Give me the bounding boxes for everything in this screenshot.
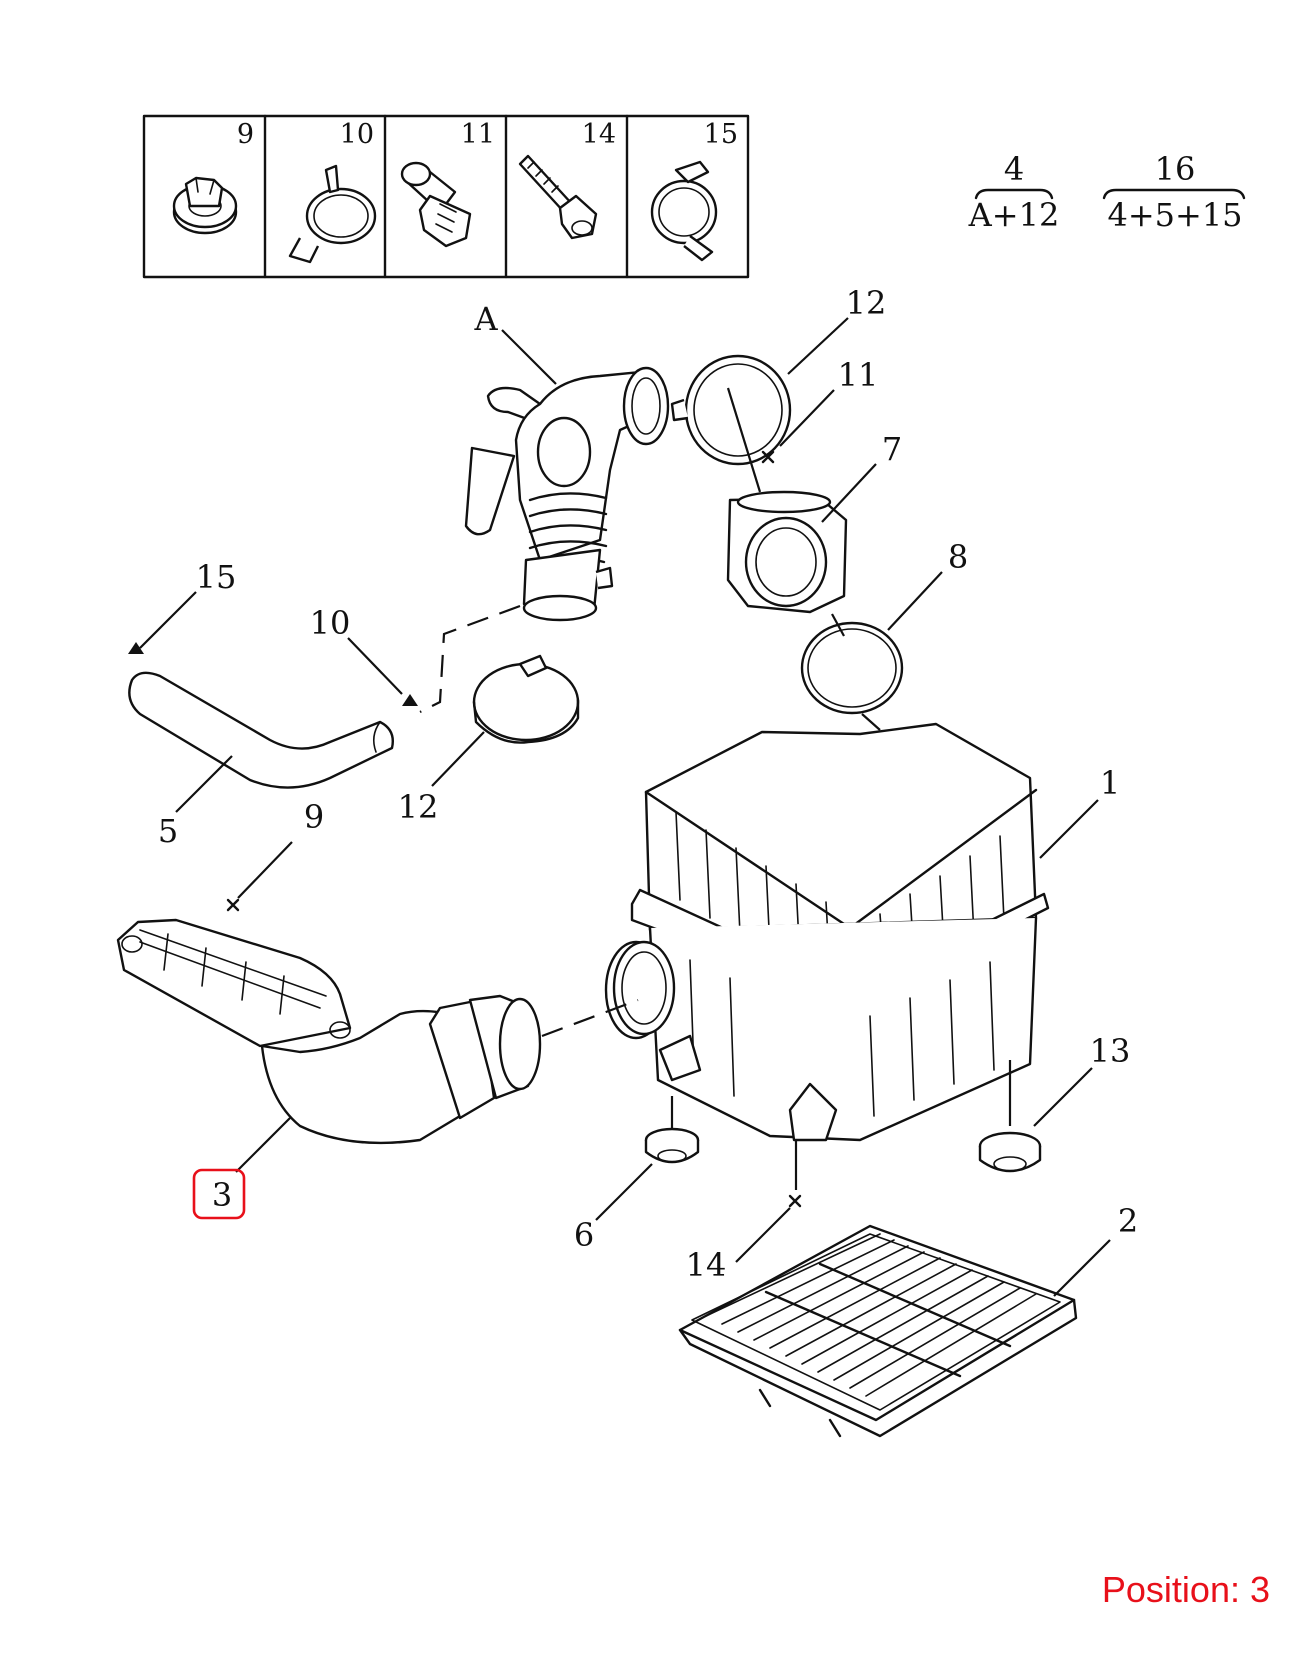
callout-12: 12 — [846, 284, 887, 322]
connector-line — [541, 998, 639, 1038]
callout-10: 10 — [310, 604, 351, 642]
callout-5: 5 — [158, 812, 178, 850]
position-label: Position: 3 — [1102, 1569, 1270, 1610]
connector-line — [831, 613, 881, 731]
callout-2: 2 — [1118, 1202, 1138, 1240]
screw-stud-icon — [400, 161, 472, 248]
callout-7: 7 — [882, 430, 902, 468]
callout-12: 12 — [398, 788, 439, 826]
kit-contents: A+12 — [968, 196, 1060, 234]
push-clip-icon — [172, 176, 238, 235]
callout-6: 6 — [574, 1216, 594, 1254]
intake-duct-3 — [116, 918, 542, 1145]
legend-number: 14 — [582, 119, 616, 150]
intake-hose-a — [464, 366, 670, 622]
legend-number: 10 — [340, 119, 374, 150]
callout-a: A — [473, 300, 498, 338]
grommet-6 — [644, 1127, 700, 1164]
kit-4: 4 A+12 — [968, 150, 1060, 234]
spring-clamp-icon — [650, 160, 718, 262]
callout-15: 15 — [196, 558, 237, 596]
hose-clamp-icon — [288, 164, 377, 264]
triangle-marker — [402, 694, 418, 706]
cross-marker — [226, 898, 240, 912]
kit-contents: 4+5+15 — [1107, 196, 1242, 234]
cross-marker — [788, 1194, 802, 1208]
bolt-icon — [518, 154, 598, 240]
callout-1: 1 — [1100, 764, 1120, 802]
hose-clamp-12-upper — [670, 354, 792, 466]
hose-clamp-12-lower — [472, 654, 580, 744]
filter-element-2 — [678, 1224, 1078, 1438]
grommet-13 — [978, 1131, 1042, 1173]
legend-number: 11 — [461, 119, 495, 150]
seal-ring-8 — [800, 621, 904, 715]
callout-8: 8 — [948, 538, 968, 576]
callout-3: 3 — [212, 1176, 232, 1214]
kit-number: 16 — [1155, 150, 1196, 188]
kit-number: 4 — [1004, 150, 1024, 188]
highlight-box — [192, 1168, 246, 1220]
legend-number: 9 — [237, 119, 254, 150]
triangle-marker — [128, 642, 144, 654]
callout-9: 9 — [304, 798, 324, 836]
connector-line — [419, 604, 521, 713]
callout-11: 11 — [838, 356, 879, 394]
air-filter-housing — [604, 722, 1050, 1142]
breather-hose-5 — [128, 671, 394, 789]
maf-sensor — [726, 490, 848, 614]
cross-marker — [761, 450, 775, 464]
legend-table: 9 10 11 14 15 — [142, 114, 750, 279]
callout-13: 13 — [1090, 1032, 1131, 1070]
legend-number: 15 — [704, 119, 738, 150]
connector-line — [726, 387, 762, 493]
callout-14: 14 — [686, 1246, 727, 1284]
kit-16: 16 4+5+15 — [1102, 150, 1246, 234]
